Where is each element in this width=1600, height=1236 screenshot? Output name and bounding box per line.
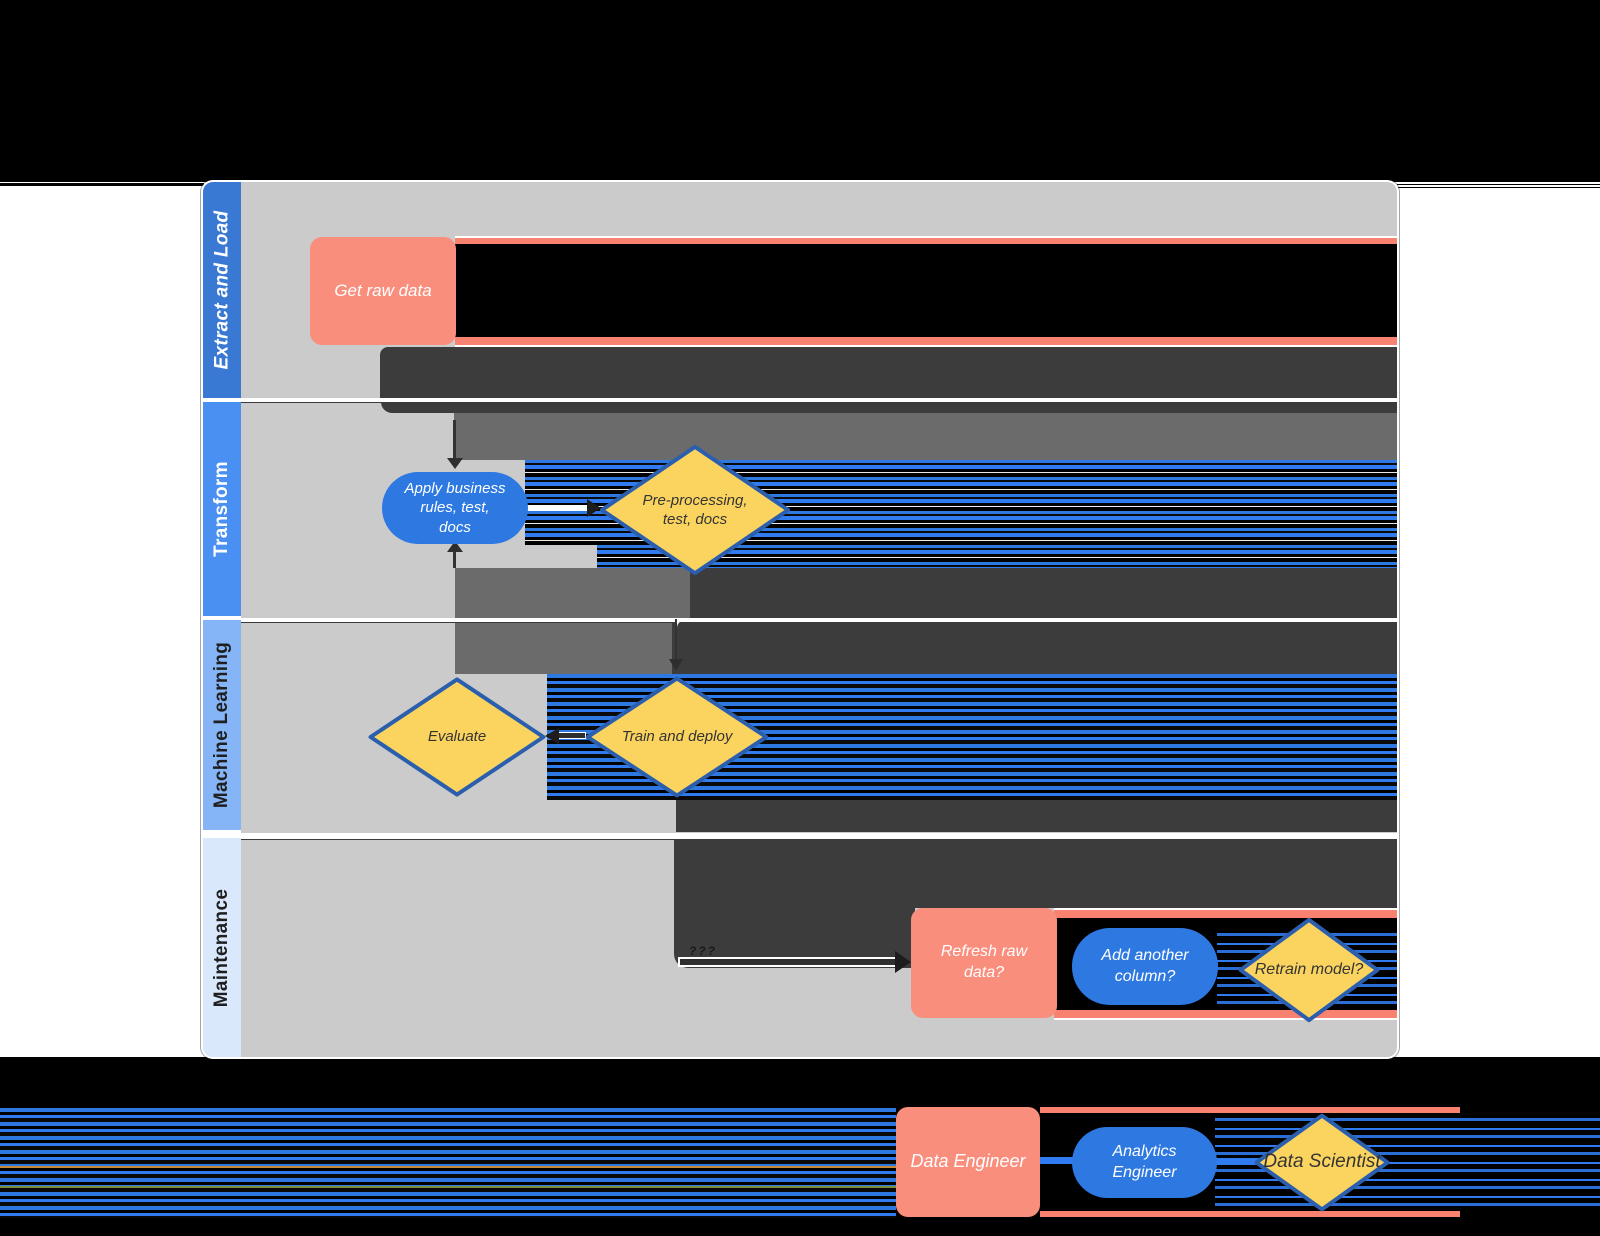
- lane-separator-line: [241, 622, 1397, 623]
- lane-label-maintenance: Maintenance: [211, 888, 233, 1007]
- arrowhead-down-icon: [669, 659, 683, 671]
- flowchart-node-get-raw-data[interactable]: Get raw data: [310, 237, 456, 345]
- lane-separator-line: [241, 402, 1397, 403]
- glitch-band-dark: [690, 568, 1397, 618]
- flowchart-node-add-another-column[interactable]: Add another column?: [1072, 928, 1218, 1005]
- connector-preprocessing-to-train: [675, 619, 677, 661]
- right-margin-glitch-line: [1397, 184, 1600, 185]
- flowchart-node-apply-business-rules[interactable]: Apply business rules, test, docs: [382, 472, 528, 544]
- connector-get-raw-to-rules: [453, 420, 456, 460]
- glitch-accent-line: [0, 1166, 896, 1168]
- connector-return-to-rules: [453, 551, 456, 568]
- lane-label-machine-learning: Machine Learning: [211, 641, 233, 809]
- diamond-shape-icon: [366, 675, 548, 799]
- lane-label-transform: Transform: [211, 461, 232, 557]
- legend-node-data-engineer[interactable]: Data Engineer: [896, 1107, 1040, 1217]
- diamond-shape-icon: [583, 674, 771, 800]
- glitch-band-dark: [672, 622, 1397, 674]
- connector-train-to-evaluate: [558, 733, 585, 738]
- glitch-band-salmon: [1054, 1010, 1397, 1020]
- glitch-band-stripes: [0, 1108, 896, 1218]
- legend-label: Analytics Engineer: [1112, 1142, 1177, 1181]
- diamond-shape-icon: [1253, 1112, 1391, 1213]
- legend-node-data-scientist[interactable]: Data Scientist: [1253, 1112, 1391, 1213]
- flowchart-node-retrain-model[interactable]: Retrain model?: [1237, 916, 1381, 1024]
- glitch-band-dark: [380, 347, 1397, 399]
- glitch-band-salmon: [1054, 908, 1397, 918]
- node-label: Add another column?: [1101, 946, 1189, 985]
- arrowhead-right-icon: [587, 499, 601, 517]
- arrowhead-down-icon: [447, 458, 463, 469]
- glitch-accent-line: [0, 1186, 896, 1188]
- diamond-shape-icon: [597, 442, 793, 578]
- node-label: Retrain model?: [1254, 960, 1364, 978]
- lane-bar-machine-learning[interactable]: [203, 620, 241, 830]
- arrowhead-right-icon: [895, 951, 911, 973]
- flowchart-node-evaluate[interactable]: Evaluate: [366, 675, 548, 799]
- glitch-connector-bar: [1040, 1157, 1075, 1164]
- glitch-band-dark: [381, 402, 1397, 413]
- lane-bar-transform[interactable]: [203, 402, 241, 616]
- legend-label: Data Engineer: [910, 1151, 1026, 1172]
- diamond-shape-icon: [1237, 916, 1381, 1024]
- glitch-band-salmon: [1040, 1107, 1460, 1113]
- lane-bar-extract-and-load[interactable]: [203, 182, 241, 398]
- flowchart-node-train-and-deploy[interactable]: Train and deploy: [583, 674, 771, 800]
- node-label: Train and deploy: [621, 728, 733, 746]
- glitch-connector-bar: [1215, 1158, 1260, 1165]
- glitch-band-salmon: [1040, 1211, 1460, 1217]
- glitch-band-mid: [455, 622, 672, 674]
- glitch-band-stripes: [597, 545, 1397, 568]
- glitch-marks: ???: [689, 944, 717, 958]
- glitch-band-mid: [455, 568, 690, 618]
- right-margin-glitch-line: [1397, 187, 1600, 188]
- legend-node-analytics-engineer[interactable]: Analytics Engineer: [1072, 1127, 1217, 1198]
- lane-separator: [241, 398, 1397, 402]
- glitch-band-black: [455, 244, 1397, 337]
- swimlane-diagram-panel: ??? Get raw data Apply business rules, t…: [203, 182, 1397, 1057]
- top-letterbox-band: [0, 0, 1600, 182]
- node-label: Get raw data: [334, 280, 432, 300]
- connector-loop-to-refresh: [680, 959, 898, 965]
- legend-label: Data Scientist: [1263, 1151, 1381, 1173]
- node-label: Pre-processing, test, docs: [642, 491, 748, 529]
- node-label: Evaluate: [427, 728, 487, 746]
- left-margin-glitch-line: [0, 183, 204, 186]
- glitch-band-salmon: [455, 337, 1397, 347]
- arrowhead-up-icon: [447, 541, 463, 552]
- flowchart-node-refresh-raw-data[interactable]: Refresh raw data?: [911, 908, 1057, 1018]
- arrowhead-left-icon: [545, 728, 559, 744]
- glitch-band-mid: [454, 413, 1397, 460]
- node-label: Refresh raw data?: [940, 943, 1028, 981]
- lane-bar-maintenance[interactable]: [203, 838, 241, 1057]
- node-label: Apply business rules, test, docs: [404, 479, 506, 536]
- glitch-band-salmon: [455, 236, 1397, 246]
- lane-separator-line: [241, 839, 1397, 840]
- lane-separator: [241, 618, 1397, 622]
- glitch-band-dark: [676, 800, 1397, 832]
- lane-label-extract-and-load: Extract and Load: [211, 210, 233, 370]
- connector-rules-to-preprocessing: [525, 505, 591, 511]
- glitch-band-dark: [674, 838, 1397, 908]
- connector-corner-arc: [675, 618, 693, 632]
- lane-separator: [241, 833, 1397, 839]
- flowchart-node-preprocessing[interactable]: Pre-processing, test, docs: [597, 442, 793, 578]
- glitch-band-dark: [674, 908, 915, 968]
